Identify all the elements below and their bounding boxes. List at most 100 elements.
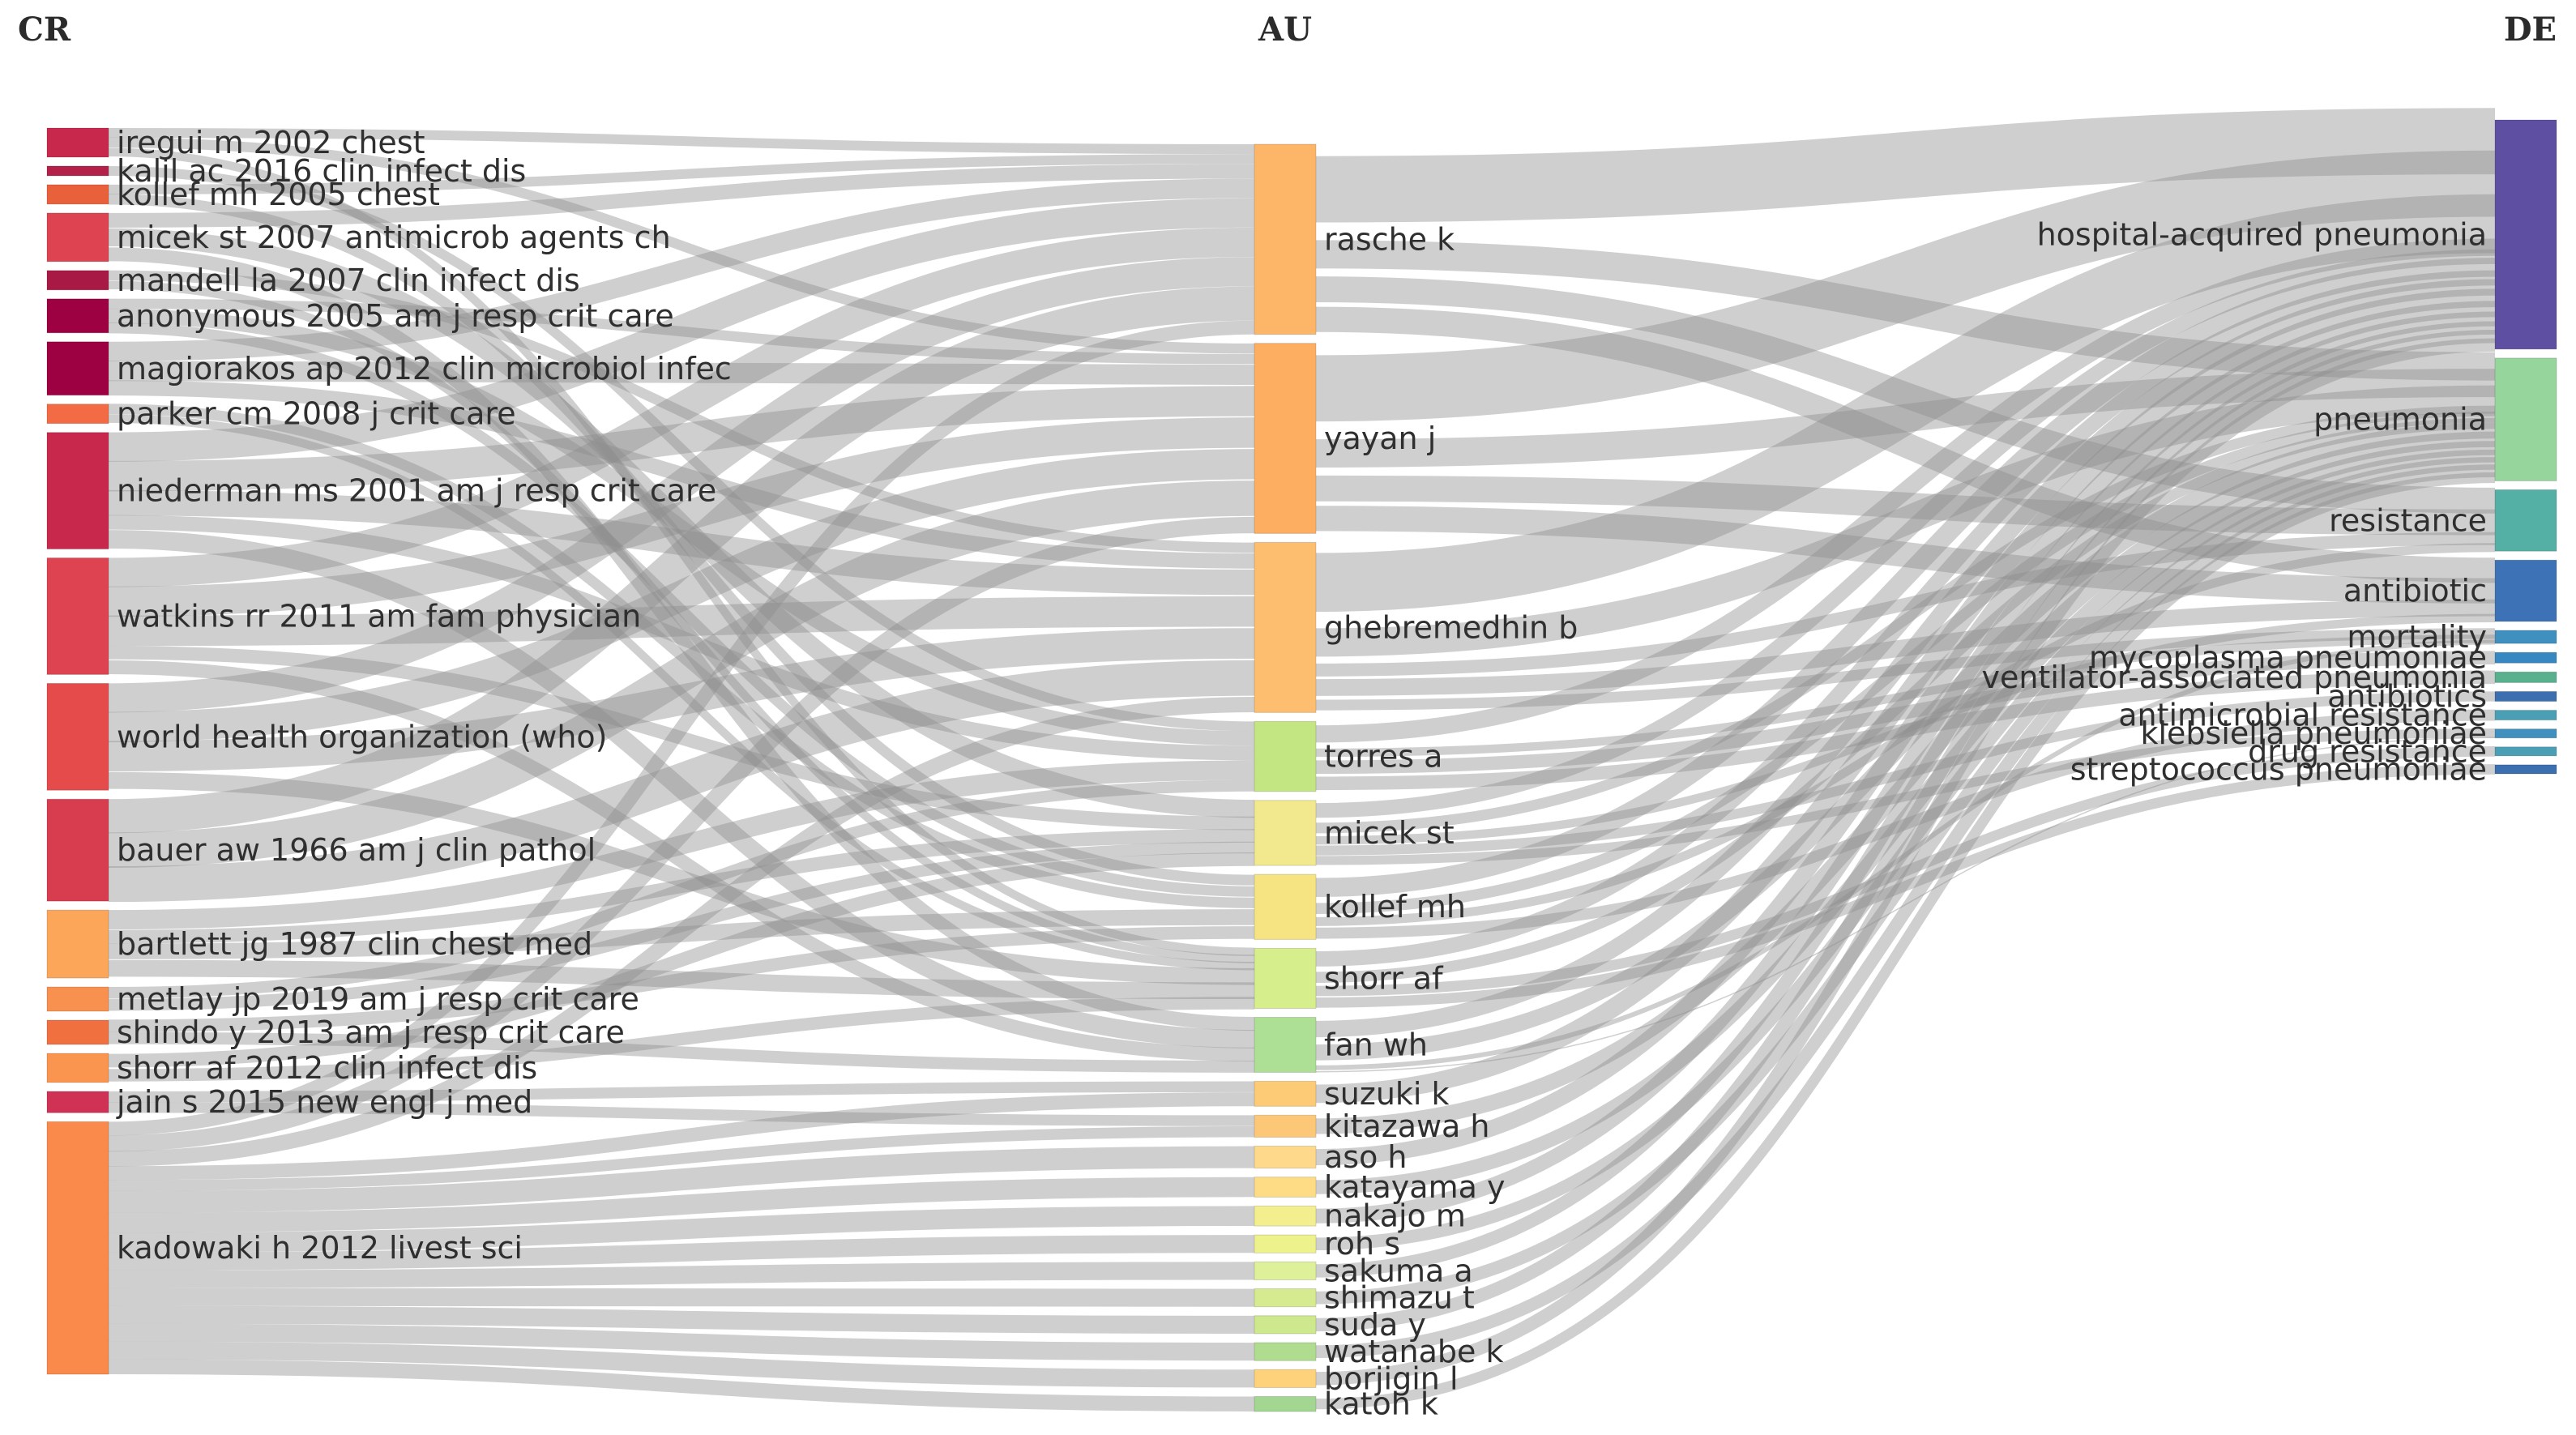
sankey-node[interactable] (1254, 343, 1317, 534)
sankey-link (1315, 412, 2496, 914)
sankey-node[interactable] (2494, 489, 2557, 552)
sankey-node[interactable] (1254, 720, 1317, 792)
sankey-link (1315, 475, 2496, 536)
sankey-link (1315, 329, 2496, 1332)
sankey-link (1315, 457, 2496, 1305)
sankey-node[interactable] (2494, 119, 2557, 350)
sankey-node-label: world health organization (who) (117, 719, 608, 754)
sankey-link (108, 829, 1255, 944)
sankey-node-label: antibiotics (2327, 678, 2487, 714)
sankey-node[interactable] (2494, 710, 2557, 721)
sankey-node[interactable] (2494, 357, 2557, 481)
sankey-node[interactable] (2494, 728, 2557, 739)
sankey-node[interactable] (46, 184, 109, 205)
sankey-node[interactable] (1254, 1017, 1317, 1073)
sankey-node[interactable] (1254, 541, 1317, 713)
sankey-node-label: rasche k (1324, 221, 1455, 257)
sankey-node[interactable] (1254, 1342, 1317, 1361)
sankey-node-label: jain s 2015 new engl j med (116, 1084, 532, 1120)
sankey-node[interactable] (46, 1091, 109, 1113)
sankey-node[interactable] (1254, 1145, 1317, 1169)
sankey-link (108, 361, 1255, 386)
sankey-node[interactable] (1254, 1080, 1317, 1107)
sankey-link (108, 628, 1255, 772)
sankey-node-label: kollef mh 2005 chest (117, 177, 440, 212)
sankey-link (1315, 240, 2496, 381)
sankey-link (108, 841, 1255, 1011)
sankey-node-label: mycoplasma pneumoniae (2089, 640, 2487, 676)
sankey-node[interactable] (46, 432, 109, 550)
sankey-node-label: kitazawa h (1324, 1108, 1490, 1144)
sankey-link (1315, 506, 2496, 604)
sankey-node-label: kollef mh (1324, 889, 1466, 925)
sankey-node[interactable] (1254, 800, 1317, 866)
sankey-link (1315, 321, 2496, 1278)
sankey-node[interactable] (1254, 1288, 1317, 1308)
sankey-node[interactable] (2494, 671, 2557, 683)
sankey-node[interactable] (1254, 1114, 1317, 1138)
sankey-link (108, 127, 1255, 155)
sankey-node[interactable] (46, 165, 109, 177)
sankey-link (1315, 599, 2496, 696)
sankey-node[interactable] (2494, 651, 2557, 664)
sankey-node[interactable] (46, 909, 109, 979)
sankey-link (108, 286, 1255, 834)
sankey-node-label: bartlett jg 1987 clin chest med (117, 926, 592, 962)
sankey-node[interactable] (1254, 1205, 1317, 1227)
sankey-node[interactable] (2494, 690, 2557, 703)
sankey-node-label: watanabe k (1324, 1334, 1504, 1369)
sankey-node-label: borjigin l (1324, 1360, 1459, 1396)
sankey-node[interactable] (2494, 746, 2557, 757)
sankey-node-label: drug resistance (2248, 733, 2487, 769)
sankey-node[interactable] (46, 1019, 109, 1045)
sankey-link (108, 660, 1255, 903)
sankey-node[interactable] (46, 557, 109, 675)
sankey-node-label: shorr af 2012 clin infect dis (117, 1050, 537, 1086)
sankey-link (108, 909, 1255, 959)
sankey-link (108, 771, 1255, 985)
sankey-node[interactable] (46, 404, 109, 425)
sankey-node[interactable] (46, 1053, 109, 1083)
sankey-node[interactable] (46, 341, 109, 396)
column-title-cr: CR (18, 11, 71, 49)
sankey-link (1315, 628, 2496, 711)
sankey-node[interactable] (46, 682, 109, 791)
sankey-link (108, 257, 1255, 713)
sankey-node[interactable] (2494, 764, 2557, 775)
sankey-node-label: ventilator-associated pneumonia (1981, 660, 2487, 695)
sankey-node[interactable] (46, 986, 109, 1012)
sankey-node[interactable] (46, 1121, 109, 1375)
sankey-node[interactable] (46, 270, 109, 291)
sankey-link (108, 1125, 1255, 1191)
sankey-node[interactable] (46, 298, 109, 334)
sankey-node[interactable] (46, 212, 109, 263)
sankey-node[interactable] (1254, 1177, 1317, 1198)
sankey-node[interactable] (1254, 1315, 1317, 1335)
sankey-node-label: ghebremedhin b (1324, 609, 1578, 645)
sankey-node[interactable] (1254, 1369, 1317, 1388)
sankey-node[interactable] (1254, 873, 1317, 940)
sankey-link (1315, 417, 2496, 983)
sankey-node-label: shorr af (1324, 960, 1444, 996)
sankey-node[interactable] (1254, 1395, 1317, 1412)
sankey-link (1315, 441, 2496, 1194)
sankey-node-label: pneumonia (2313, 402, 2487, 438)
sankey-node[interactable] (2494, 630, 2557, 644)
sankey-node-label: niederman ms 2001 am j resp crit care (117, 473, 716, 509)
sankey-link (1315, 449, 2496, 1251)
sankey-node[interactable] (46, 127, 109, 158)
sankey-node[interactable] (1254, 947, 1317, 1010)
sankey-node[interactable] (1254, 143, 1317, 335)
sankey-node[interactable] (1254, 1234, 1317, 1253)
sankey-node[interactable] (1254, 1261, 1317, 1281)
sankey-node-label: micek st (1324, 815, 1455, 851)
sankey-node[interactable] (46, 798, 109, 902)
sankey-link (1315, 276, 2496, 514)
sankey-node-label: shindo y 2013 am j resp crit care (117, 1014, 625, 1050)
sankey-link (1315, 639, 2496, 1070)
sankey-link (1315, 709, 2496, 939)
sankey-link (1315, 301, 2496, 1166)
sankey-node[interactable] (2494, 559, 2557, 622)
sankey-node-label: antibiotic (2343, 573, 2487, 609)
sankey-node-label: kalil ac 2016 clin infect dis (117, 153, 526, 189)
